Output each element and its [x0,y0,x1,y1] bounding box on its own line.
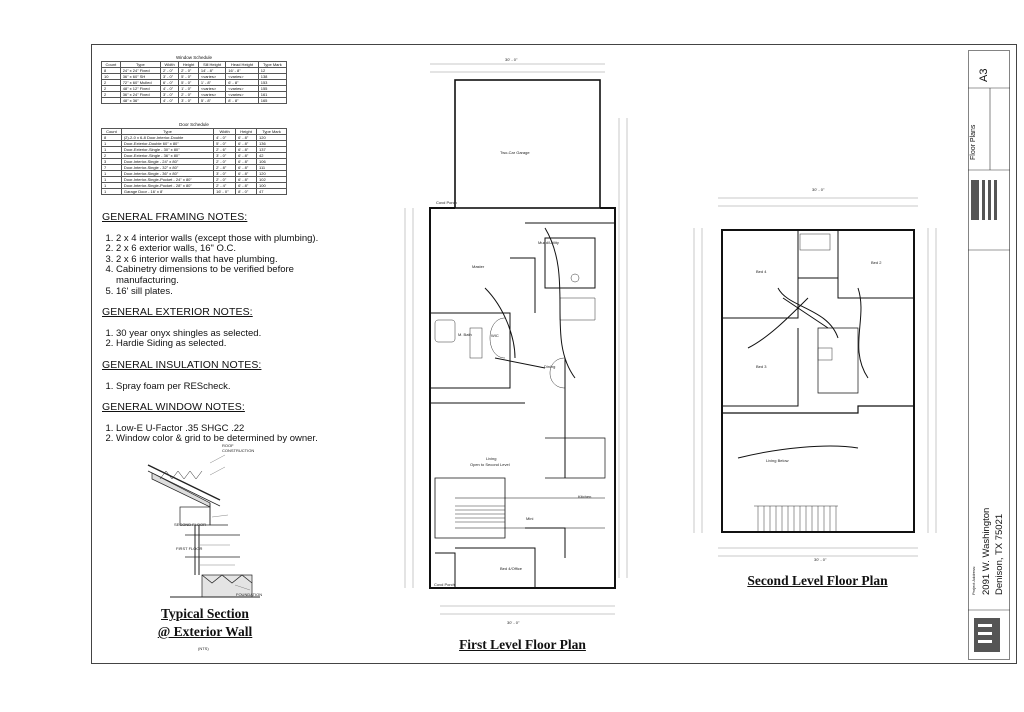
room-label-living-below: Living Below [766,458,789,463]
table-cell: 16' - 0" [213,188,237,195]
first-floor-dim-bottom: 30' - 0" [507,620,520,625]
door-schedule-title: Door Schedule [179,122,209,127]
table-cell: 8' - 8" [225,97,259,104]
table-cell: 4' - 0" [160,97,180,104]
section-label-roof: ROOF CONSTRUCTION [222,443,255,453]
title-block-frame [968,50,1010,660]
table-cell: 5' - 8" [197,97,227,104]
window-notes-title: GENERAL WINDOW NOTES: [102,401,245,414]
project-address-line2: Denison, TX 75021 [994,513,1005,595]
room-label-covd-porch-top: Covd Porch [436,200,457,205]
general-notes: GENERAL FRAMING NOTES: 2 x 4 interior wa… [102,212,352,455]
framing-notes-title: GENERAL FRAMING NOTES: [102,211,248,223]
sheet-title: Floor Plans [970,124,977,160]
table-cell: 8' - 0" [235,188,258,195]
room-label-dining: Dining [544,364,556,369]
window-note: Low-E U-Factor .35 SHGC .22 [116,423,352,435]
insulation-note: Spray foam per REScheck. [116,381,352,393]
first-level-floor-plan [404,63,628,615]
section-label-first-floor: FIRST FLOOR [176,546,203,551]
room-label-mudd-utility: Mudd/Utility [538,240,559,245]
title-block: A3 Floor Plans Project Address: 2091 W. … [968,50,1010,660]
room-label-open-to-second: Open to Second Level [470,462,510,467]
exterior-note: 30 year onyx shingles as selected. [116,328,352,340]
project-address-line1: 2091 W. Washington [981,507,992,595]
insulation-notes-title: GENERAL INSULATION NOTES: [102,358,262,371]
framing-note: 2 x 6 exterior walls, 16" O.C. [116,244,352,255]
room-label-covd-porch-bottom: Covd Porch [434,582,455,587]
room-label-master: Master [472,264,485,269]
room-label-bed3: Bed 3 [756,364,767,369]
room-label-garage: Two-Car Garage [500,150,530,155]
section-title-line2: @ Exterior Wall [157,624,253,639]
table-cell: 1 [101,188,122,195]
section-scale: (NTS) [198,646,209,651]
table-cell: 165 [257,97,288,104]
first-floor-title: First Level Floor Plan [459,637,586,652]
exterior-note: Hardie Siding as selected. [116,339,352,350]
table-cell: 47 [256,188,287,195]
room-label-wic: WIC [491,333,499,338]
room-label-bed4-upper: Bed 4 [756,269,767,274]
second-floor-dim-bottom: 30' - 0" [814,557,827,562]
section-label-foundation: FOUNDATION [236,592,263,597]
framing-note: 16' sill plates. [116,286,352,298]
exterior-notes-title: GENERAL EXTERIOR NOTES: [102,306,253,319]
window-note: Window color & grid to be determined by … [116,434,352,445]
table-cell: 48" x 36" [119,97,162,104]
second-floor-title: Second Level Floor Plan [747,573,888,588]
framing-note: 2 x 6 interior walls that have plumbing. [116,254,352,266]
room-label-kitchen: Kitchen [578,494,592,499]
first-floor-dim-top: 30' - 0" [505,57,518,62]
framing-note: 2 x 4 interior walls (except those with … [116,233,352,245]
room-label-living: Living [486,456,497,461]
section-label-second-floor: SECOND FLOOR [174,522,207,527]
window-schedule-title: Window Schedule [175,55,213,60]
table-cell [101,97,121,104]
typical-section-drawing [147,454,260,598]
second-level-floor-plan [693,197,937,557]
second-floor-dim-top: 30' - 0" [812,187,825,192]
table-row: 48" x 36"4' - 0"3' - 0"5' - 8"8' - 8"165 [101,97,288,104]
table-cell: Garage Door - 16' x 8' [120,188,215,195]
table-cell: 3' - 0" [178,97,199,104]
room-label-m-bath: M. Bath [458,332,472,337]
room-label-bed2: Bed 2 [871,260,882,265]
project-address-label: Project Address: [971,565,976,595]
sheet-number: A3 [978,68,990,82]
room-label-bed4-office: Bed 4/Office [500,566,522,571]
section-title-line1: Typical Section [161,606,249,621]
framing-note: Cabinetry dimensions to be verified befo… [116,265,352,286]
room-label-mini: Mini [526,516,534,521]
